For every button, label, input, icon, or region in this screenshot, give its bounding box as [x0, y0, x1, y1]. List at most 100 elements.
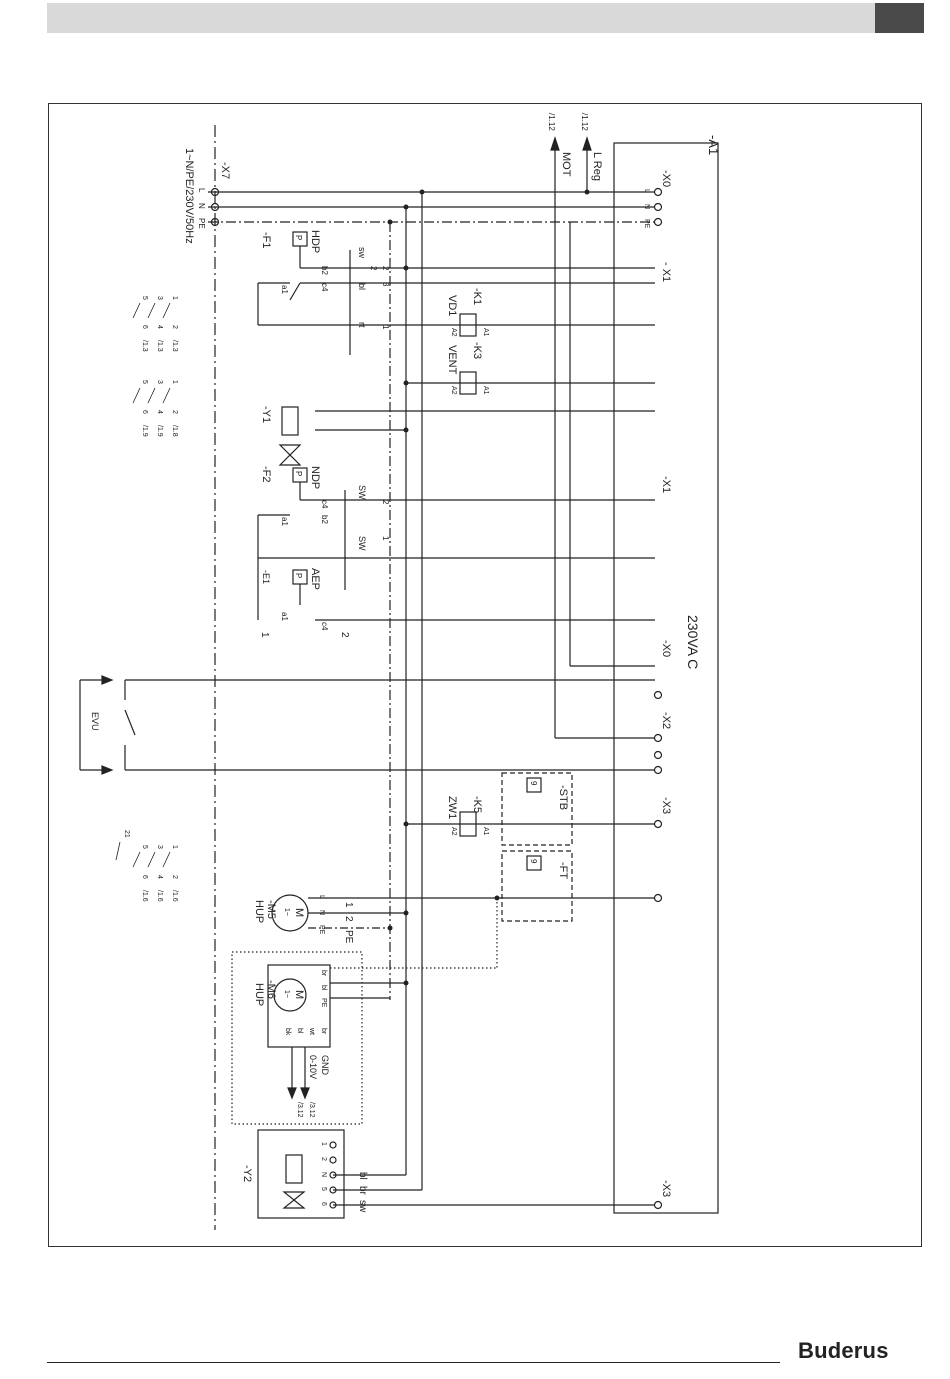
mot-arrow [550, 136, 560, 151]
ndp-a1: a1 [280, 517, 289, 526]
svg-text:/1.8: /1.8 [171, 425, 178, 437]
stb-ref: -STB [557, 785, 569, 810]
junction [403, 380, 409, 386]
terminal-x0-l [653, 187, 663, 197]
y2-p2: 2 [320, 1157, 327, 1161]
svg-text:3: 3 [156, 380, 163, 384]
y2-coil [285, 1154, 303, 1184]
y2-t5 [329, 1186, 337, 1194]
m5-m: M [293, 908, 305, 917]
ndp-b2: b2 [320, 515, 329, 524]
ft-ref: -FT [557, 862, 569, 879]
junction [403, 910, 409, 916]
m6-pe: PE [320, 998, 327, 1008]
hdp-n2: 2 [381, 266, 390, 271]
terminal-x3c [653, 1200, 663, 1210]
k5-coil [459, 811, 477, 837]
k1-coil [459, 313, 477, 337]
hdp-sw: sw [357, 247, 367, 259]
terminal-x2a [653, 733, 663, 743]
svg-text:/1.9: /1.9 [141, 425, 148, 437]
ndp-c4: c4 [320, 500, 329, 509]
m6-br2: br [320, 1028, 327, 1035]
aep-n2: 2 [339, 632, 350, 638]
brand-logo: Buderus [798, 1338, 889, 1363]
terminal-x0-b [653, 690, 663, 700]
svg-text:/1.3: /1.3 [171, 340, 178, 352]
m5-name: HUP [253, 900, 265, 923]
evu-contact-b [124, 709, 136, 736]
svg-text:3: 3 [156, 296, 163, 300]
svg-text:6: 6 [141, 875, 148, 879]
y2-box [257, 1129, 345, 1219]
m6-outline [231, 951, 363, 1125]
evu-arrowhead2 [101, 765, 114, 775]
junction [403, 427, 409, 433]
m6-bl1: bl [320, 985, 327, 991]
svg-text:21: 21 [123, 830, 130, 838]
k3-a1: A1 [482, 386, 489, 395]
svg-text:/1.6: /1.6 [171, 890, 178, 902]
m6-gnd-arrow [300, 1087, 310, 1100]
junction [403, 980, 409, 986]
junction [403, 821, 409, 827]
junction [387, 925, 393, 931]
svg-text:4: 4 [156, 410, 163, 414]
k3-coil [459, 371, 477, 395]
hdp-nn2: 2 [369, 266, 378, 271]
y1-valve-a [278, 444, 302, 456]
junction [403, 204, 409, 210]
m6-ref1: /3.12 [308, 1102, 315, 1118]
stb-sym: 9 [529, 781, 538, 786]
stb-sensor [526, 777, 542, 793]
x7-pe: PE [197, 218, 206, 229]
svg-text:6: 6 [141, 325, 148, 329]
x7-ref: -X7 [219, 162, 231, 179]
lreg-arrow [582, 136, 592, 151]
m5-ref: -M5 [265, 900, 277, 919]
k1-a1: A1 [482, 328, 489, 337]
m6-bk: bk [284, 1028, 291, 1036]
evu-label: EVU [90, 712, 100, 731]
svg-text:1: 1 [171, 845, 178, 849]
svg-text:/1.6: /1.6 [141, 890, 148, 902]
m6-ref: -M6 [265, 980, 277, 999]
terminal-x3b [653, 893, 663, 903]
m6-box [267, 964, 331, 1048]
k5-name: ZW1 [446, 796, 458, 819]
y2-tn [329, 1171, 337, 1179]
terminal-x3a [653, 819, 663, 829]
terminal-x2c [653, 765, 663, 775]
y2-wbl: bl [357, 1172, 368, 1180]
y2-t2 [329, 1156, 337, 1164]
ft-sensor [526, 855, 542, 871]
ndp-sw1: SW [357, 485, 367, 500]
terminal-x0-pe [653, 217, 663, 227]
aep-p: P [294, 573, 303, 578]
hdp-ref: -F1 [260, 232, 272, 249]
mot-label: MOT [560, 152, 572, 177]
y2-p5: 5 [320, 1187, 327, 1191]
x0-n: N [643, 204, 650, 209]
svg-text:4: 4 [156, 325, 163, 329]
svg-text:5: 5 [141, 296, 148, 300]
module-box [613, 142, 719, 1214]
diagram-frame [48, 103, 922, 1247]
y2-ref: -Y2 [241, 1165, 253, 1182]
x0-l: L [643, 189, 650, 193]
y2-t6 [329, 1201, 337, 1209]
evu-arrowhead1 [101, 675, 114, 685]
m5-w3: PE [343, 930, 354, 944]
m6-m: M [293, 990, 305, 999]
svg-text:3: 3 [156, 845, 163, 849]
k3-name: VENT [446, 345, 458, 375]
aep-n1: 1 [259, 632, 270, 638]
m6-gnd: GND [320, 1055, 330, 1076]
y2-valve-a [282, 1191, 306, 1201]
hdp-contact [289, 282, 301, 301]
m5-ph: 1~ [283, 908, 290, 916]
aep-a1: a1 [280, 612, 289, 621]
k5-a2: A2 [450, 827, 457, 836]
footer-line [47, 1362, 780, 1363]
m5-pe: PE [318, 925, 325, 935]
